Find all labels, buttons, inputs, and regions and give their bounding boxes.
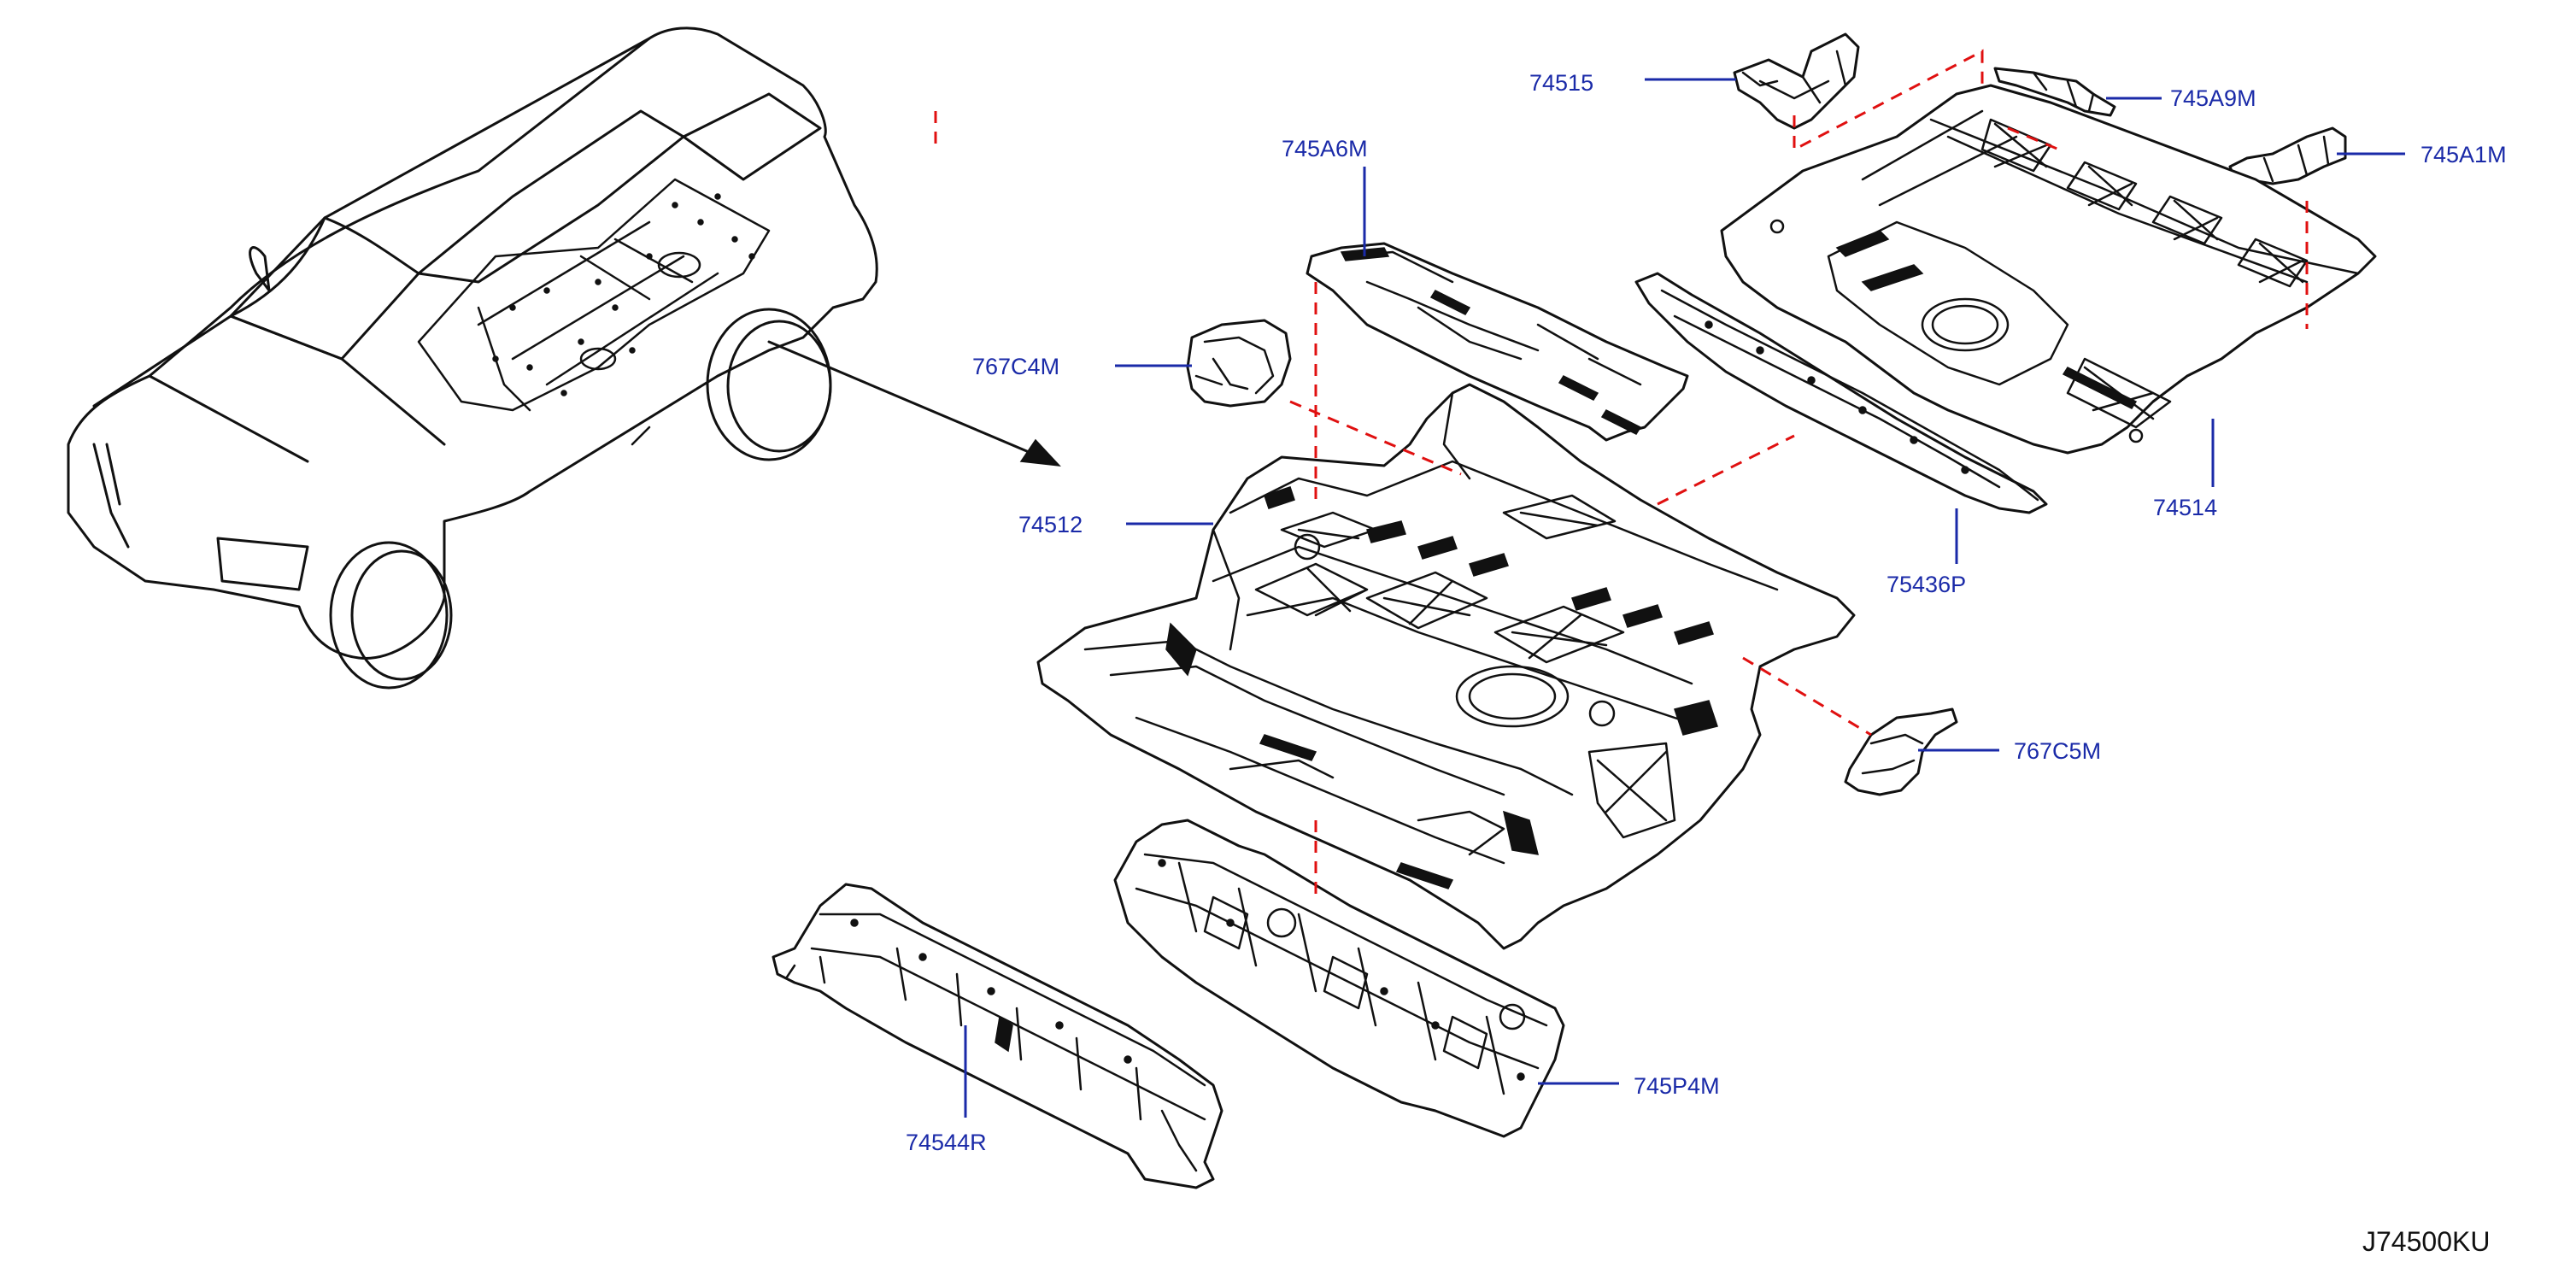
part-745P4M (1113, 819, 1565, 1138)
part-74514 (1720, 84, 2377, 455)
diagram-code: J74500KU (2362, 1226, 2490, 1257)
part-767C4M (1186, 319, 1292, 408)
callout-767C5M: 767C5M (2014, 738, 2101, 764)
callout-75436P: 75436P (1887, 572, 1966, 597)
callout-74544R: 74544R (906, 1130, 987, 1155)
part-75436P (1634, 272, 2048, 514)
callout-labels: 74515 745A9M 745A1M 745A6M 767C4M 74512 … (906, 70, 2507, 1155)
callout-745A6M: 745A6M (1282, 136, 1368, 161)
vehicle-overview (67, 26, 1061, 690)
leader-lines (964, 78, 2405, 1118)
part-745A6M (1306, 242, 1689, 442)
part-767C5M (1844, 707, 1958, 796)
callout-745P4M: 745P4M (1634, 1073, 1720, 1099)
part-74512 (1036, 383, 1856, 950)
callout-767C4M: 767C4M (972, 354, 1059, 379)
reference-lines (934, 49, 2309, 897)
part-74544R (772, 883, 1223, 1189)
callout-745A1M: 745A1M (2421, 142, 2507, 167)
callout-745A9M: 745A9M (2170, 85, 2256, 111)
callout-74514: 74514 (2153, 495, 2217, 520)
callout-74515: 74515 (1529, 70, 1593, 96)
part-745A9M (1993, 67, 2116, 117)
callout-74512: 74512 (1018, 512, 1083, 537)
part-74515 (1733, 32, 1860, 130)
